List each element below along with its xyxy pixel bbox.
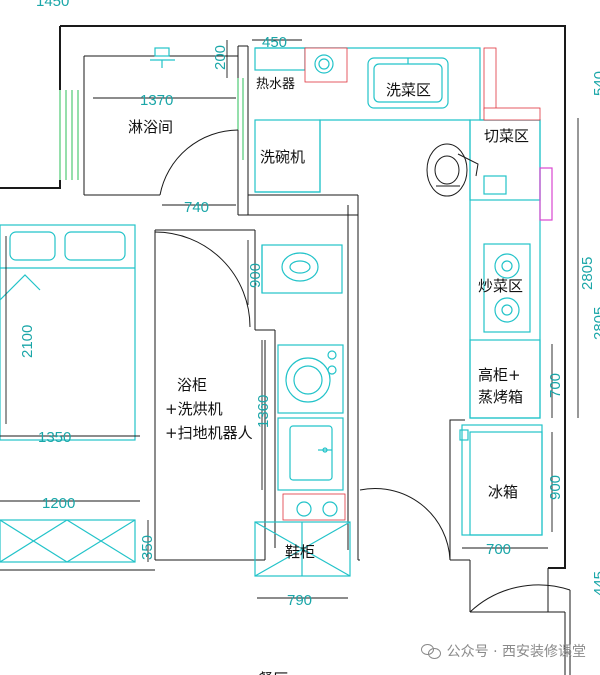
dim-kitchen-length: 2805 (579, 257, 596, 290)
label-steam-oven: 蒸烤箱 (478, 388, 523, 406)
dim-fridge-depth: 900 (547, 475, 564, 500)
dim-heater-width: 450 (262, 34, 287, 51)
stove-burners (483, 243, 531, 333)
label-shoe-cabinet: 鞋柜 (285, 543, 315, 561)
dimension-lines (0, 39, 579, 599)
label-robot-vacuum: +扫地机器人 (165, 424, 253, 442)
dim-right-edge-bottom: 445 (591, 571, 600, 596)
shoe-cabinet (254, 521, 351, 577)
dim-toilet-depth: 900 (247, 263, 264, 288)
dim-heater-depth: 200 (212, 45, 229, 70)
label-cutting-area: 切菜区 (484, 127, 529, 145)
kitchen-sink (367, 57, 449, 109)
dim-top-partial: 1450 (36, 0, 69, 10)
outlet-icon (539, 167, 553, 221)
bath-sink (277, 417, 344, 491)
shower-window (59, 78, 244, 180)
shower-fixture (150, 47, 175, 68)
dim-bedroom-width: 1350 (38, 429, 71, 446)
dim-fridge-width: 700 (486, 541, 511, 558)
bed (0, 224, 136, 441)
dim-kitchen-length-outer: 2805 (591, 307, 600, 340)
label-bath-cabinet: 浴柜 (177, 376, 207, 394)
dim-shower-width: 1370 (140, 92, 173, 109)
label-bottom-partial: 餐厅 (258, 670, 288, 675)
dim-laundry-length: 1360 (255, 395, 272, 428)
dim-door-width: 740 (184, 199, 209, 216)
label-water-heater: 热水器 (256, 77, 295, 92)
label-shower-room: 淋浴间 (128, 118, 173, 136)
label-tall-cabinet: 高柜+ (478, 366, 521, 384)
bath-brick (282, 493, 346, 521)
dim-tall-cabinet: 700 (547, 373, 564, 398)
person-icon (426, 143, 507, 197)
label-washing-area: 洗菜区 (386, 81, 431, 99)
label-fridge: 冰箱 (488, 483, 518, 501)
door-swings (154, 129, 571, 675)
washer-dryer (277, 344, 344, 414)
label-cooking-area: 炒菜区 (478, 277, 523, 295)
watermark-text: 公众号 · 西安装修课堂 (446, 644, 586, 660)
wechat-icon (420, 643, 441, 659)
dim-bedroom-depth: 2100 (19, 325, 36, 358)
label-washer-dryer: +洗烘机 (165, 400, 223, 418)
dim-shoe-cabinet-width: 790 (287, 592, 312, 609)
label-dishwasher: 洗碗机 (260, 148, 305, 166)
dim-cabinet-depth: 350 (139, 535, 156, 560)
walls (0, 25, 566, 675)
brick-column (483, 47, 541, 121)
toilet (261, 244, 343, 294)
dim-bed-width: 1200 (42, 495, 75, 512)
watermark: 公众号 · 西安装修课堂 (420, 641, 586, 661)
dim-right-edge-top: 540 (591, 71, 600, 96)
wardrobe (0, 519, 136, 563)
water-heater (254, 47, 348, 83)
